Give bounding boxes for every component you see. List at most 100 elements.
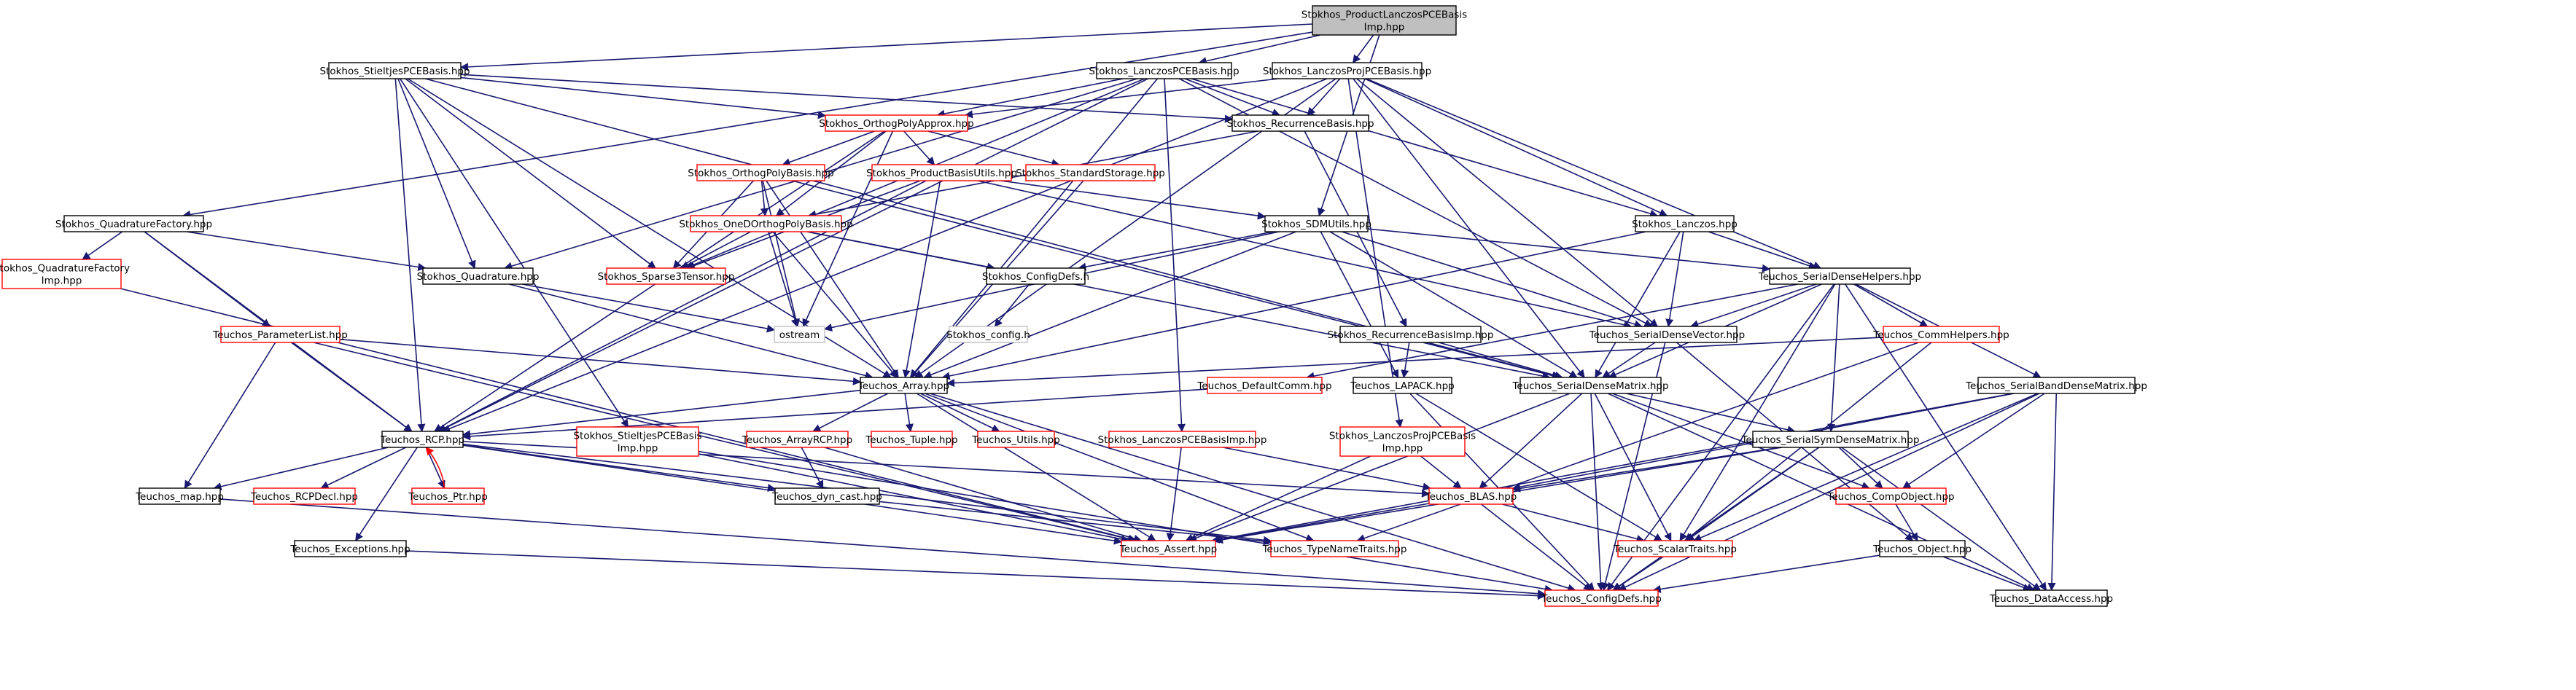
node-lanczospce[interactable]: Stokhos_LanczosPCEBasis.hpp xyxy=(1089,62,1240,79)
edge-productbasisutils-to-sdmutils xyxy=(1000,180,1266,220)
node-box-configdefs_h xyxy=(986,267,1086,285)
node-configdefs[interactable]: Teuchos_ConfigDefs.hpp xyxy=(1541,589,1662,607)
edge-quadfactory-to-quadfactoryimp xyxy=(82,231,123,260)
node-recurrence[interactable]: Stokhos_RecurrenceBasis.hpp xyxy=(1226,114,1374,132)
node-box-sparse3 xyxy=(606,267,726,285)
node-label-recurrenceimp: Stokhos_RecurrenceBasisImp.hpp xyxy=(1328,329,1494,341)
node-lanczospceimp[interactable]: Stokhos_LanczosPCEBasisImp.hpp xyxy=(1098,431,1267,448)
node-rcp[interactable]: Teuchos_RCP.hpp xyxy=(380,431,464,448)
edge-commhelpers-to-array xyxy=(946,337,1884,388)
node-paramlist[interactable]: Teuchos_ParameterList.hpp xyxy=(212,326,348,343)
node-orthopolybasis[interactable]: Stokhos_OrthogPolyBasis.hpp xyxy=(688,164,834,181)
node-box-dyncast xyxy=(774,487,880,505)
node-dyncast[interactable]: Teuchos_dyn_cast.hpp xyxy=(771,487,882,505)
node-compobject[interactable]: Teuchos_CompObject.hpp xyxy=(1826,487,1955,505)
node-box-sdmutils xyxy=(1264,215,1369,232)
node-onedortho[interactable]: Stokhos_OneDOrthogPolyBasis.hpp xyxy=(679,215,853,232)
node-sdmatrix[interactable]: Teuchos_SerialDenseMatrix.hpp xyxy=(1511,377,1669,394)
node-sdhelpers[interactable]: Teuchos_SerialDenseHelpers.hpp xyxy=(1758,267,1921,285)
node-label-quadfactoryimp: Imp.hpp xyxy=(42,275,82,287)
node-label-ssdmatrix: Teuchos_SerialSymDenseMatrix.hpp xyxy=(1741,434,1920,446)
node-sdmutils[interactable]: Stokhos_SDMUtils.hpp xyxy=(1261,215,1371,232)
node-defaultcomm[interactable]: Teuchos_DefaultComm.hpp xyxy=(1196,377,1332,394)
node-box-lanczos xyxy=(1635,215,1735,232)
node-quadfactory[interactable]: Stokhos_QuadratureFactory.hpp xyxy=(55,215,212,232)
node-lanczosproj[interactable]: Stokhos_LanczosProjPCEBasis.hpp xyxy=(1263,62,1431,79)
edge-recurrenceimp-to-sdmatrix xyxy=(1439,342,1563,380)
node-box-compobject xyxy=(1835,487,1947,505)
node-label-compobject: Teuchos_CompObject.hpp xyxy=(1826,491,1954,503)
node-label-sdvector: Teuchos_SerialDenseVector.hpp xyxy=(1589,329,1745,341)
node-box-assert xyxy=(1121,540,1216,557)
node-stieltjes[interactable]: Stokhos_StieltjesPCEBasis.hpp xyxy=(319,62,470,79)
node-map[interactable]: Teuchos_map.hpp xyxy=(135,487,224,505)
node-label-lanczosprojimp: Imp.hpp xyxy=(1382,443,1423,455)
node-box-dataaccess xyxy=(1995,589,2108,607)
node-label-sdhelpers: Teuchos_SerialDenseHelpers.hpp xyxy=(1758,271,1921,283)
node-ssdmatrix[interactable]: Teuchos_SerialSymDenseMatrix.hpp xyxy=(1741,431,1920,448)
node-scalartraits[interactable]: Teuchos_ScalarTraits.hpp xyxy=(1613,540,1737,557)
node-standardstorage[interactable]: Stokhos_StandardStorage.hpp xyxy=(1016,164,1165,181)
node-box-paramlist xyxy=(220,326,341,343)
node-label-orthopolyapprox: Stokhos_OrthogPolyApprox.hpp xyxy=(819,118,974,130)
node-typename[interactable]: Teuchos_TypeNameTraits.hpp xyxy=(1262,540,1407,557)
edge-sdmutils-to-sdhelpers xyxy=(1367,228,1771,273)
node-box-rcpdecl xyxy=(253,487,356,505)
nodes-layer: Stokhos_ProductLanczosPCEBasisImp.hppSto… xyxy=(0,5,2147,607)
node-quadrature[interactable]: Stokhos_Quadrature.hpp xyxy=(417,267,540,285)
node-utils[interactable]: Teuchos_Utils.hpp xyxy=(971,431,1060,448)
node-box-defaultcomm xyxy=(1207,377,1323,394)
node-label-defaultcomm: Teuchos_DefaultComm.hpp xyxy=(1196,380,1331,392)
edge-lapack-to-scalartraits xyxy=(1415,393,1663,541)
node-tuple[interactable]: Teuchos_Tuple.hpp xyxy=(865,431,958,448)
node-label-sbdmatrix: Teuchos_SerialBandDenseMatrix.hpp xyxy=(1965,380,2147,392)
node-arrayrcp[interactable]: Teuchos_ArrayRCP.hpp xyxy=(742,431,852,448)
edge-productbasisutils-to-sdvector xyxy=(977,180,1633,329)
edge-lanczospce-to-sdvector xyxy=(1179,78,1653,327)
node-label-productbasisutils: Stokhos_ProductBasisUtils.hpp xyxy=(866,168,1017,179)
node-productbasisutils[interactable]: Stokhos_ProductBasisUtils.hpp xyxy=(866,164,1017,181)
node-box-map xyxy=(139,487,221,505)
node-commhelpers[interactable]: Teuchos_CommHelpers.hpp xyxy=(1872,326,2009,343)
node-array[interactable]: Teuchos_Array.hpp xyxy=(857,377,949,394)
edge-lanczospce-to-lanczospceimp xyxy=(1164,78,1186,433)
node-box-blas xyxy=(1428,487,1514,505)
edge-ssdmatrix-to-configdefs xyxy=(1612,447,1820,591)
node-label-commhelpers: Teuchos_CommHelpers.hpp xyxy=(1872,329,2009,341)
node-sparse3[interactable]: Stokhos_Sparse3Tensor.hpp xyxy=(598,267,735,285)
node-exceptions[interactable]: Teuchos_Exceptions.hpp xyxy=(289,540,410,557)
node-sdvector[interactable]: Teuchos_SerialDenseVector.hpp xyxy=(1589,326,1745,343)
node-label-quadrature: Stokhos_Quadrature.hpp xyxy=(417,271,540,283)
edge-rcp-to-rcpdecl xyxy=(320,447,407,489)
node-label-arrayrcp: Teuchos_ArrayRCP.hpp xyxy=(742,434,852,446)
node-object[interactable]: Teuchos_Object.hpp xyxy=(1872,540,1972,557)
edge-stieltjesimp-to-assert xyxy=(698,453,1130,544)
node-assert[interactable]: Teuchos_Assert.hpp xyxy=(1119,540,1217,557)
node-label-object: Teuchos_Object.hpp xyxy=(1872,544,1972,555)
node-configdefs_h[interactable]: Stokhos_ConfigDefs.h xyxy=(982,267,1089,285)
edge-ssdmatrix-to-compobject xyxy=(1838,447,1883,489)
node-lanczos[interactable]: Stokhos_Lanczos.hpp xyxy=(1632,215,1738,232)
edge-orthopolyapprox-to-productbasisutils xyxy=(903,130,935,165)
node-blas[interactable]: Teuchos_BLAS.hpp xyxy=(1425,487,1517,505)
node-ostream[interactable]: ostream xyxy=(774,326,825,343)
node-sbdmatrix[interactable]: Teuchos_SerialBandDenseMatrix.hpp xyxy=(1965,377,2147,394)
node-ptr[interactable]: Teuchos_Ptr.hpp xyxy=(408,487,488,505)
node-recurrenceimp[interactable]: Stokhos_RecurrenceBasisImp.hpp xyxy=(1328,326,1494,343)
node-dataaccess[interactable]: Teuchos_DataAccess.hpp xyxy=(1989,589,2113,607)
node-box-lanczospce xyxy=(1096,62,1232,79)
edge-productbasisutils-to-array xyxy=(902,180,941,379)
node-label-stieltjesimp: Stokhos_StieltjesPCEBasis xyxy=(573,431,701,442)
node-orthopolyapprox[interactable]: Stokhos_OrthogPolyApprox.hpp xyxy=(819,114,974,132)
node-stokhosconfig[interactable]: Stokhos_config.h xyxy=(946,326,1030,343)
node-rcpdecl[interactable]: Teuchos_RCPDecl.hpp xyxy=(250,487,358,505)
edge-orthopolyapprox-to-orthopolybasis xyxy=(782,130,875,166)
edge-stieltjes-to-recurrence xyxy=(460,74,1234,123)
node-lapack[interactable]: Teuchos_LAPACK.hpp xyxy=(1350,377,1455,394)
node-box-ptr xyxy=(411,487,485,505)
node-box-recurrenceimp xyxy=(1339,326,1482,343)
